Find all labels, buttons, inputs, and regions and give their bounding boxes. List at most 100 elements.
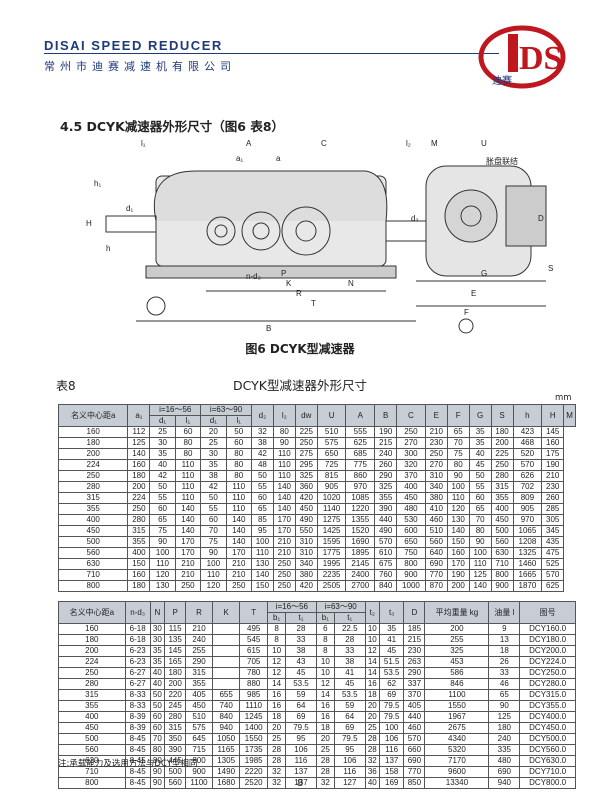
table-cell: 210	[174, 569, 202, 581]
table-cell: 33	[488, 667, 521, 679]
col-header: l₁	[225, 415, 252, 427]
table-cell: 110	[174, 470, 202, 482]
table-cell: 140	[250, 569, 274, 581]
table-cell: 985	[239, 689, 268, 701]
table-cell: 12	[364, 645, 381, 657]
table-cell: 450	[57, 525, 129, 537]
col-header: C	[396, 404, 426, 427]
table-cell: 100	[468, 547, 492, 559]
table-cell: 655	[211, 689, 241, 701]
col-header: h	[512, 404, 543, 427]
table-cell: 55	[149, 492, 176, 504]
col-header: t₃	[379, 601, 405, 624]
table-cell: 140	[225, 525, 252, 537]
table-cell: 140	[174, 514, 202, 526]
table-cell: 290	[403, 667, 426, 679]
table-cell: 320	[396, 459, 426, 471]
table-cell: 60	[200, 514, 227, 526]
col-header: H	[541, 404, 565, 427]
table-cell: 224	[58, 656, 126, 668]
table-cell: 645	[185, 733, 213, 745]
col-header: B	[374, 404, 398, 427]
table-cell: 400	[58, 711, 126, 723]
table-cell: 80	[446, 459, 470, 471]
table-cell: 28	[333, 634, 366, 646]
table-cell: 106	[285, 744, 317, 756]
table-cell: 250	[396, 426, 426, 438]
table-cell: 200	[58, 645, 126, 657]
col-header: E	[424, 404, 448, 427]
table-cell: 106	[379, 733, 405, 745]
table-cell: 28	[364, 744, 381, 756]
table-cell: 80	[225, 448, 252, 460]
table-cell: 110	[272, 470, 296, 482]
table-cell: 625	[345, 437, 376, 449]
table-cell: 263	[403, 656, 426, 668]
table-cell: 110	[174, 481, 202, 493]
table-cell: 45	[285, 667, 317, 679]
table-cell: 110	[174, 492, 202, 504]
dim-R: R	[296, 289, 302, 298]
table-cell: 190	[541, 459, 565, 471]
table-cell: 35	[200, 459, 227, 471]
table-cell: 18	[488, 645, 521, 657]
table-cell: 20	[266, 722, 287, 734]
table-cell: 510	[424, 525, 448, 537]
table-cell: 14	[315, 689, 335, 701]
table-cell: 50	[149, 481, 176, 493]
table-cell: 760	[374, 569, 398, 581]
table-cell: 40	[149, 678, 166, 690]
table-cell: 32	[266, 777, 287, 789]
table-cell: 210	[185, 623, 213, 635]
table-cell	[211, 623, 241, 635]
table-cell: 315	[57, 492, 129, 504]
table-cell: 140	[174, 525, 202, 537]
col-header: A	[345, 404, 376, 427]
table-cell: 51.5	[379, 656, 405, 668]
table-cell: 60	[149, 722, 166, 734]
table-cell: 970	[512, 514, 543, 526]
table-cell: 160	[58, 623, 126, 635]
table-cell: 1520	[345, 525, 376, 537]
dimension-table-1: 名义中心距a a₁ i=16～56 i=63～90 d₂ l₂ dw U A B…	[57, 404, 576, 592]
col-header: G	[468, 404, 492, 427]
dim-h1: h₁	[94, 179, 101, 188]
table-cell: 775	[345, 459, 376, 471]
company-logo: DS 迪赛	[478, 25, 566, 89]
table-cell: 468	[512, 437, 543, 449]
table-cell: 610	[374, 547, 398, 559]
table-cell: 59	[333, 700, 366, 712]
table-cell: 210	[272, 536, 296, 548]
table-cell: 220	[164, 689, 187, 701]
table-cell: 69	[333, 722, 366, 734]
table-cell: 20	[364, 711, 381, 723]
table-cell: 630	[490, 547, 514, 559]
dim-D: D	[538, 214, 544, 223]
table-cell: 335	[488, 744, 521, 756]
table-cell: 1110	[239, 700, 268, 712]
table-cell: 360	[294, 481, 318, 493]
table-cell: 315	[490, 481, 514, 493]
table-cell: 14	[364, 667, 381, 679]
col-header: l₁	[174, 415, 202, 427]
table-cell: 135	[164, 634, 187, 646]
table-cell: 16	[364, 678, 381, 690]
table-cell: 80	[174, 437, 202, 449]
table-cell: 780	[239, 667, 268, 679]
table-cell: 100	[200, 558, 227, 570]
table-cell: 520	[512, 448, 543, 460]
table-cell: 16	[266, 700, 287, 712]
table-cell: 90	[468, 536, 492, 548]
table-cell: 137	[379, 755, 405, 767]
table-cell: 40	[149, 667, 166, 679]
table-cell: 270	[396, 437, 426, 449]
table-cell	[211, 634, 241, 646]
table-cell: 140	[468, 580, 492, 592]
table-cell: 16	[315, 700, 335, 712]
table-cell: 410	[424, 503, 448, 515]
label-coupling: 胀盘联结	[486, 156, 518, 166]
table-cell: 18	[315, 722, 335, 734]
dim-h: h	[106, 244, 110, 253]
reducer-drawing: l₁ A a₁ a C h₁ H d₁ h T R K P n-d₃ N B l…	[86, 139, 553, 334]
table-cell: 8	[315, 634, 335, 646]
